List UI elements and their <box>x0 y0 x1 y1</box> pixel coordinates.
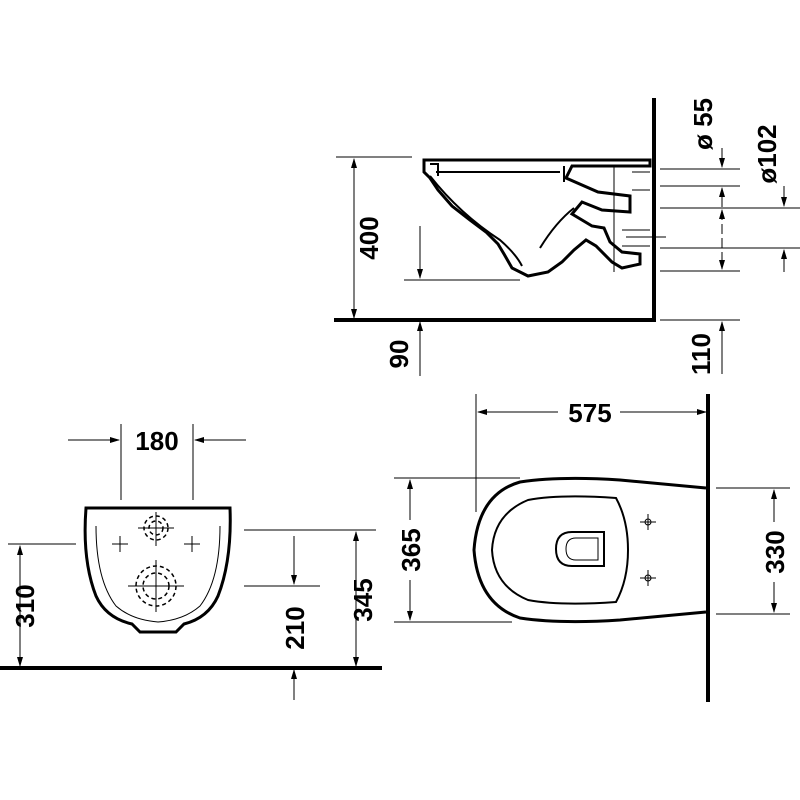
dim-330-text: 330 <box>760 530 790 573</box>
front-bowl-inner <box>95 525 221 623</box>
dim-365-text: 365 <box>396 528 426 571</box>
front-view: 180 310 210 345 <box>0 424 382 700</box>
top-view: 575 365 330 <box>394 394 790 702</box>
dim-110-text: 110 <box>686 333 716 375</box>
side-bowl-outline <box>422 158 652 278</box>
dim-575-text: 575 <box>568 398 611 428</box>
dim-310-text: 310 <box>10 584 40 627</box>
side-seat-rim <box>430 163 565 182</box>
top-bowl-outline <box>472 476 707 624</box>
top-fixing-hole <box>644 518 652 526</box>
side-bowl-inner <box>429 171 575 267</box>
dim-400-text: 400 <box>354 216 384 259</box>
top-fixing-hole <box>644 574 652 582</box>
dim-365-label-bg <box>396 520 424 580</box>
front-bowl-outline <box>83 506 232 634</box>
dim-102-text: ø102 <box>752 124 782 183</box>
top-outlet-inner <box>565 537 599 561</box>
dim-210-text: 210 <box>280 606 310 649</box>
dim-90-text: 90 <box>384 340 414 369</box>
dim-180-text: 180 <box>135 426 178 456</box>
top-outlet <box>554 531 605 567</box>
dim-330-label-bg <box>760 522 788 582</box>
top-bowl-inner <box>490 495 630 605</box>
dim-345-text: 345 <box>348 578 378 621</box>
dim-575-label-bg <box>558 398 620 426</box>
side-view: 400 90 ø 55 ø102 110 <box>334 98 800 376</box>
dim-55-text: ø 55 <box>688 98 718 150</box>
